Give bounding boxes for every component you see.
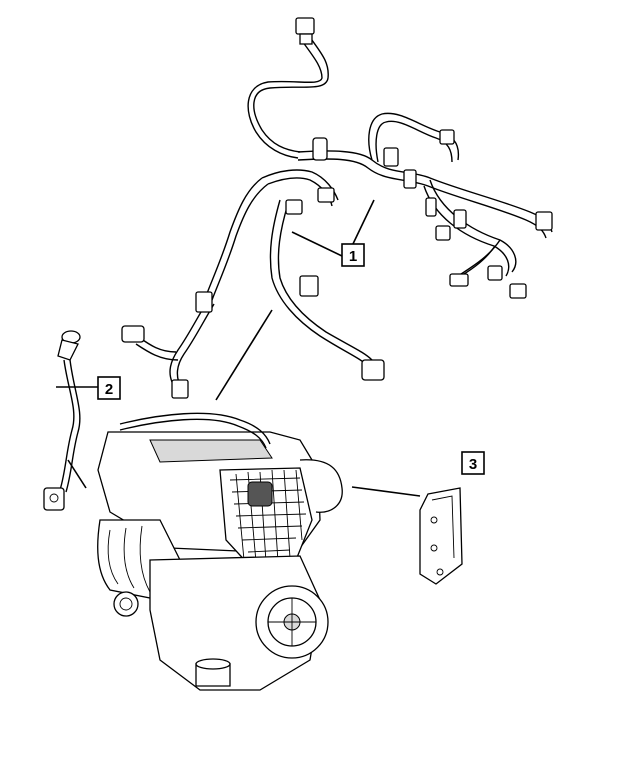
leader-2b xyxy=(67,459,87,489)
callout-1: 1 xyxy=(341,243,365,267)
leader-1a xyxy=(291,231,343,257)
leader-1c xyxy=(215,309,273,401)
callout-2: 2 xyxy=(97,376,121,400)
engine-assembly xyxy=(97,412,343,691)
sensor-lead xyxy=(43,330,81,511)
leader-1b xyxy=(351,199,375,247)
wiring-harness xyxy=(121,17,553,399)
mounting-bracket xyxy=(419,487,463,585)
leader-3 xyxy=(351,486,421,497)
connector xyxy=(295,17,315,35)
callout-3-label: 3 xyxy=(469,456,477,473)
leader-lines xyxy=(56,199,421,497)
callout-3: 3 xyxy=(461,451,485,475)
callout-2-label: 2 xyxy=(105,381,113,398)
callout-1-label: 1 xyxy=(349,248,357,265)
